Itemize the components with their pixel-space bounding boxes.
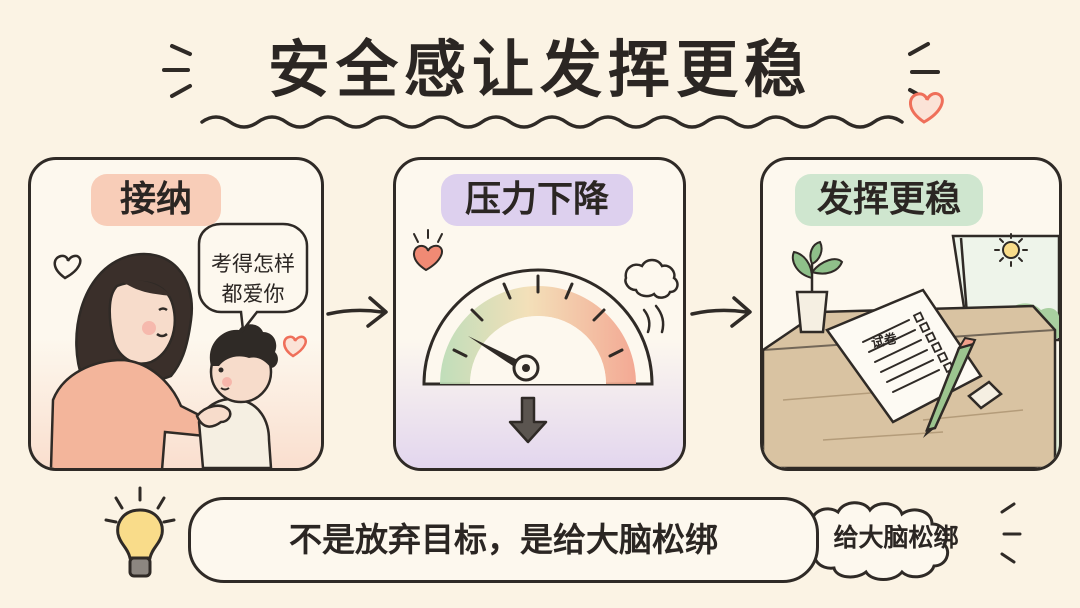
arrow-right-icon — [326, 296, 388, 328]
speech-bubble-line-2: 都爱你 — [221, 282, 285, 306]
pressure-gauge-illustration — [413, 229, 679, 444]
mother-child-illustration — [49, 222, 309, 468]
banner-text: 不是放弃目标，是给大脑松绑 — [289, 520, 718, 559]
panel-acceptance: 接纳 考 — [28, 157, 324, 471]
speech-bubble-line-1: 考得怎样 — [211, 252, 295, 276]
plant-icon — [791, 240, 844, 334]
panel-label-acceptance: 接纳 — [91, 174, 221, 226]
heart-icon — [283, 335, 307, 358]
sun-icon — [994, 233, 1028, 267]
panel-label-steady: 发挥更稳 — [795, 174, 983, 226]
panel-label-pressure: 压力下降 — [441, 174, 633, 226]
desk-exam-illustration — [763, 233, 1059, 468]
heart-icon — [413, 244, 443, 272]
panel-steady: 发挥更稳 — [760, 157, 1062, 471]
heart-icon — [909, 92, 944, 124]
lightbulb-icon — [104, 486, 176, 578]
page-title: 安全感让发挥更稳 — [267, 33, 812, 106]
title-left-marks — [162, 44, 192, 98]
arrow-right-icon — [690, 296, 752, 328]
eraser-icon — [967, 380, 1003, 410]
cloud-label: 给大脑松绑 — [833, 523, 959, 552]
cloud-icon — [805, 501, 950, 581]
panel-pressure: 压力下降 — [393, 157, 686, 471]
message-banner: 不是放弃目标，是给大脑松绑 — [188, 497, 819, 583]
title-right-marks — [908, 42, 940, 102]
down-arrow-icon — [508, 396, 548, 444]
heart-icon — [53, 254, 82, 280]
cloud-icon — [624, 258, 679, 299]
title-wavy-underline — [200, 115, 904, 129]
pencil-icon — [923, 336, 977, 438]
